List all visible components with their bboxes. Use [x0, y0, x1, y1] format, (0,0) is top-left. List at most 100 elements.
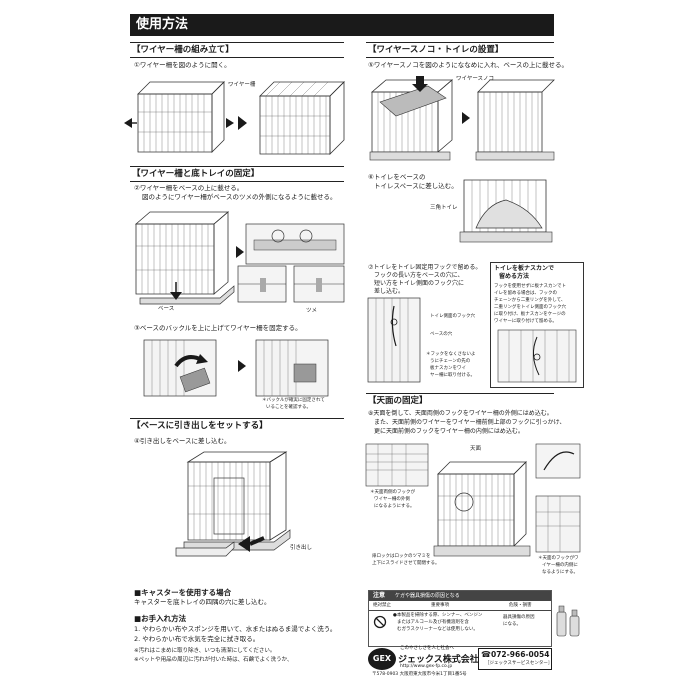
prohibited-icon: [373, 615, 387, 629]
nasukan-line5: に取り付け、板ナスカンをケージの: [494, 312, 566, 317]
label-tenmen: 天面: [470, 446, 482, 452]
step-2-line2: 図のようにワイヤー柵がベースのツメの外側になるように載せる。: [142, 193, 337, 201]
hook-note-line3: 板ナスカンをワイ: [430, 366, 466, 371]
step-8-line3: 更に天面前側のフックをワイヤー柵の内側にはめ込む。: [374, 428, 524, 435]
company-name: ジェックス株式会社: [398, 655, 479, 665]
nasukan-line1: フックを使用せずに板ナスカンでト: [494, 284, 566, 289]
hook-note-line1: ＊フックをなくさないよ: [426, 352, 476, 357]
gex-logo: GEX: [368, 648, 396, 670]
caster-head: ■キャスターを使用する場合: [134, 588, 232, 597]
step-6-line2: トイレスペースに差し込む。: [374, 182, 458, 190]
detail-bottom-right: [535, 495, 581, 553]
detail-bottom-left: [237, 265, 287, 303]
step-7-line4: 差し込む。: [374, 288, 405, 295]
company-url[interactable]: http://www.gex-fp.co.jp: [400, 664, 453, 669]
cage-sunoko-left: [369, 76, 454, 161]
note-c-line3: なるようにする。: [542, 570, 579, 575]
bottles-icon: [556, 605, 580, 637]
nasukan-line2: イレを留める場合は、フックの: [494, 291, 557, 296]
section-top-fix-head: 【天面の固定】: [366, 393, 554, 408]
label-base: ベース: [158, 306, 175, 312]
detail-top: [245, 223, 345, 265]
section-fence-tray-head: 【ワイヤー柵と底トレイの固定】: [130, 166, 344, 182]
detail-top-right: [535, 443, 581, 479]
step-7-line1: ⑦トイレをトイレ固定用フックで留める。: [368, 264, 482, 271]
phone-number[interactable]: 072-966-0054: [491, 650, 550, 659]
care-note2: ※ペットや用品の周辺に汚れが付いた時は、石鹸でよく洗うか、: [134, 657, 293, 663]
label-wire-fence: ワイヤー柵: [228, 82, 256, 88]
label-drawer: 引き出し: [290, 545, 313, 551]
nasukan-title-line2: 留める方法: [499, 273, 530, 280]
note-a-line1: ＊天面両側のフックが: [370, 490, 415, 495]
caster-text: キャスターを底トレイの四隅の穴に差し込む。: [134, 598, 271, 606]
buckle-note-line1: ＊バックルが確実に固定されて: [262, 398, 325, 403]
toilet-figure: [459, 179, 553, 243]
buckle-arrow: [238, 360, 246, 372]
label-hook-hole: トイレ側面のフック穴: [430, 314, 475, 319]
nasukan-title-line1: トイレを板ナスカンで: [494, 265, 555, 272]
label-toilet: 三角トイレ: [430, 205, 458, 211]
caution-box: 注意 ケガや器具損傷の原因となる 絶対禁止 重要事項 危険・損害 ●本製品を掃除…: [368, 590, 552, 647]
col-danger: 危険・損害: [509, 603, 532, 608]
nasukan-line6: ワイヤーに取り付けて留める。: [494, 319, 557, 324]
step-1-text: ①ワイヤー柵を図のように開く。: [134, 61, 231, 69]
section-wire-fence-head: 【ワイヤー柵の組み立て】: [130, 42, 344, 58]
phone-icon: ☎: [481, 650, 491, 659]
caution-line2: またはアルコール及び有機溶剤を含: [397, 620, 469, 625]
note-b-line2: 上下にスライドさせて開閉する。: [372, 561, 440, 566]
caution-line1: ●本製品を掃除する際、シンナー、ベンジン: [393, 613, 483, 618]
step-4-text: ④引き出しをベースに差し込む。: [134, 437, 231, 445]
note-c-line1: ＊天面のフックがワ: [538, 556, 579, 561]
step-7-line3: 短い方をトイレ側面のフック穴に: [374, 280, 465, 287]
cage-right: [259, 81, 345, 155]
nasukan-line3: チェーンから二重リングを外して、: [494, 298, 566, 303]
note-a-line3: になるようにする。: [374, 504, 415, 509]
buckle-note-line2: いることを確認する。: [266, 405, 311, 410]
care-note1: ※汚れはこまめに取り除き、いつも清潔にしてください。: [134, 648, 276, 654]
section-drawer-head: 【ベースに引き出しをセットする】: [130, 418, 344, 433]
service-center: ［ジェックスサービスセンター］: [485, 661, 553, 666]
next-arrow: [238, 116, 247, 130]
hook-note-line2: うにチェーンの先の: [430, 359, 471, 364]
cage-with-drawer: [175, 451, 291, 557]
hook-figure: [367, 297, 421, 383]
footer-tagline: このやさしさを人と社会へ: [400, 646, 454, 651]
fence-on-base-figure: [134, 211, 345, 305]
cage-top-main: [433, 461, 531, 557]
section-sunoko-toilet-head: 【ワイヤースノコ・トイレの設置】: [366, 42, 554, 58]
sunoko-figure: [369, 76, 555, 161]
nasukan-figure: [497, 329, 577, 383]
step-6-line1: ⑥トイレをベースの: [368, 173, 426, 181]
caution-title: 注意: [373, 592, 386, 599]
step-7-line2: フックの長い方をベースの穴に、: [374, 272, 464, 279]
note-c-line2: イヤー柵の内側に: [542, 563, 578, 568]
expand-arrows: [124, 118, 234, 128]
buckle-after: [255, 339, 329, 397]
col-important: 重要事項: [431, 603, 449, 608]
label-base-hole: ベースの穴: [430, 332, 453, 337]
caution-side-line2: になる。: [503, 622, 521, 627]
step-8-line2: また、天面前側のワイヤーをワイヤー柵前側上部のフックに引っかけ、: [374, 419, 566, 426]
step-3-text: ③ベースのバックルを上に上げてワイヤー柵を固定する。: [134, 324, 302, 332]
cage-left: [137, 81, 225, 153]
detail-arrow: [236, 246, 244, 258]
note-a-line2: ワイヤー柵の外側: [374, 497, 410, 502]
cage-sunoko-right: [475, 79, 555, 161]
step-2-line1: ②ワイヤー柵をベースの上に載せる。: [134, 184, 244, 192]
detail-bottom-right: [293, 265, 345, 303]
page-title: 使用方法: [130, 14, 554, 36]
label-tsume: ツメ: [306, 308, 318, 314]
col-prohibited: 絶対禁止: [373, 603, 391, 608]
caution-header: 注意 ケガや器具損傷の原因となる: [369, 591, 551, 601]
care-line1: 1. やわらかい布やスポンジを用いて、水またはぬるま湯でよく洗う。: [134, 625, 337, 633]
cage-on-base: [134, 211, 235, 305]
note-b-line1: 扉ロックはロックのツマミを: [372, 554, 431, 559]
buckle-before: [143, 339, 217, 397]
wire-fence-open-figure: [124, 81, 345, 155]
top-fix-figure: [365, 443, 581, 557]
nasukan-line4: 二重リングをトイレ側面のフック穴: [494, 305, 566, 310]
hook-note-line4: ヤー柵に取り付ける。: [430, 373, 475, 378]
step-5-text: ⑤ワイヤースノコを図のようにななめに入れ、ベースの上に載せる。: [368, 61, 569, 69]
label-sunoko: ワイヤースノコ: [456, 76, 495, 82]
drawer-figure: [175, 451, 291, 557]
